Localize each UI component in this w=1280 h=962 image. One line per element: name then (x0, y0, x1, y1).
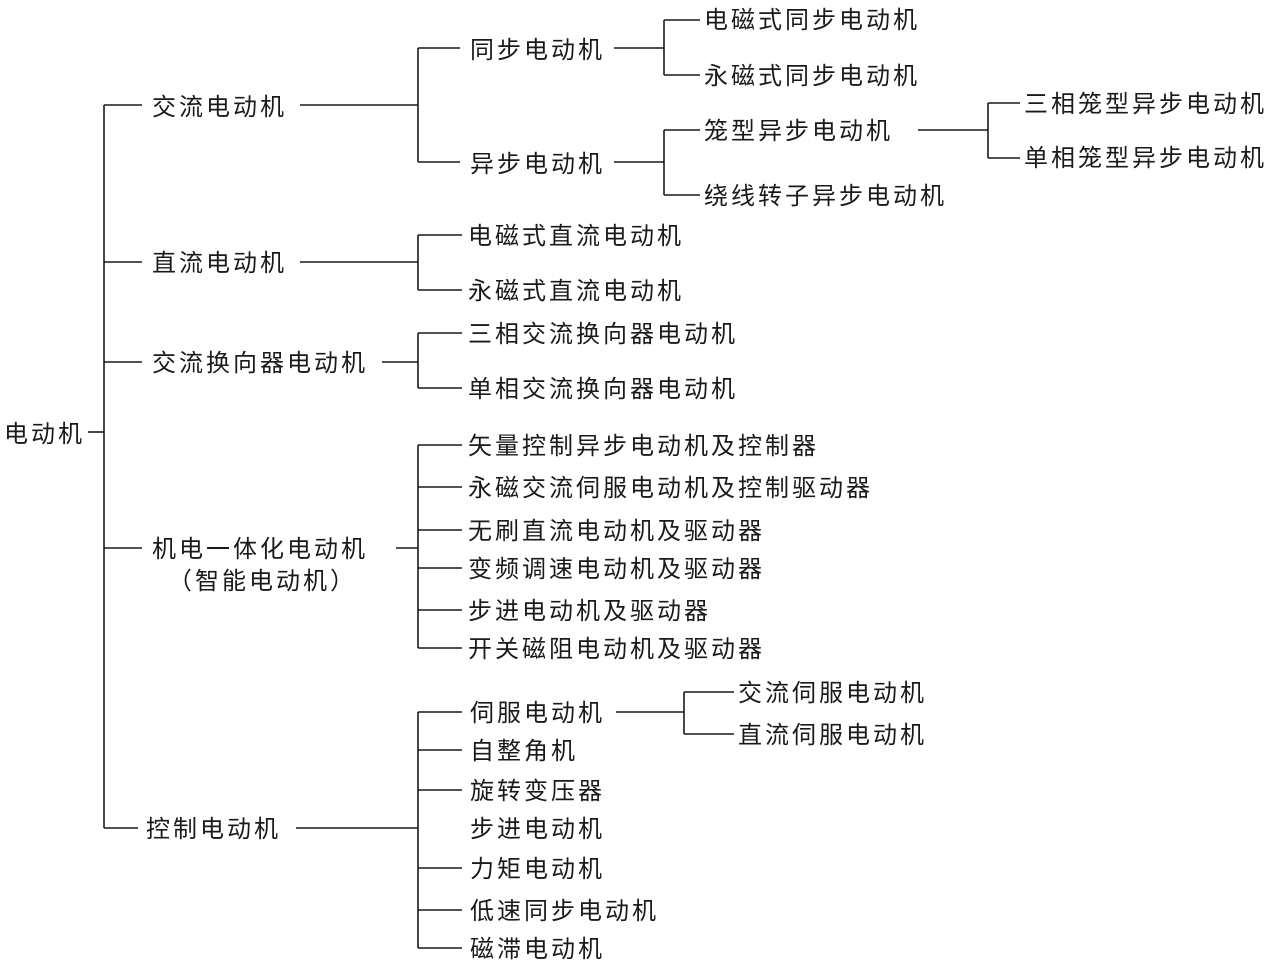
node-pm-ac-servo-motor: 永磁交流伺服电动机及控制驱动器 (468, 474, 873, 502)
node-sync-motor: 同步电动机 (470, 36, 605, 64)
node-bldc-motor: 无刷直流电动机及驱动器 (468, 517, 765, 545)
node-srm-driver: 开关磁阻电动机及驱动器 (468, 635, 765, 663)
node-resolver: 旋转变压器 (470, 777, 605, 805)
root-node: 电动机 (4, 420, 85, 448)
node-synchro: 自整角机 (470, 737, 578, 765)
node-ac-motor: 交流电动机 (152, 93, 287, 121)
node-1ph-commutator-motor: 单相交流换向器电动机 (468, 375, 738, 403)
node-pm-dc-motor: 永磁式直流电动机 (468, 277, 684, 305)
node-servo-motor: 伺服电动机 (470, 699, 605, 727)
node-ac-servo-motor: 交流伺服电动机 (738, 679, 927, 707)
node-commutator-motor: 交流换向器电动机 (152, 349, 368, 377)
node-stepper-driver: 步进电动机及驱动器 (468, 597, 711, 625)
node-hysteresis-motor: 磁滞电动机 (470, 935, 605, 962)
node-labels: 电动机 交流电动机 同步电动机 电磁式同步电动机 永磁式同步电动机 异步电动机 … (4, 6, 1267, 962)
node-dc-motor: 直流电动机 (152, 249, 287, 277)
node-3ph-commutator-motor: 三相交流换向器电动机 (468, 320, 738, 348)
node-pm-sync-motor: 永磁式同步电动机 (704, 62, 920, 90)
node-vector-control-motor: 矢量控制异步电动机及控制器 (468, 432, 819, 460)
node-wound-rotor-motor: 绕线转子异步电动机 (704, 182, 947, 210)
node-low-speed-sync-motor: 低速同步电动机 (470, 897, 659, 925)
node-cage-async-motor: 笼型异步电动机 (704, 117, 893, 145)
node-1ph-cage-motor: 单相笼型异步电动机 (1024, 144, 1267, 172)
node-3ph-cage-motor: 三相笼型异步电动机 (1024, 90, 1267, 118)
node-em-dc-motor: 电磁式直流电动机 (468, 222, 684, 250)
node-em-sync-motor: 电磁式同步电动机 (704, 6, 920, 34)
node-stepper-motor: 步进电动机 (470, 815, 605, 843)
node-mechatronic-motor: 机电一体化电动机 (152, 535, 368, 563)
node-torque-motor: 力矩电动机 (470, 855, 605, 883)
node-control-motor: 控制电动机 (146, 815, 281, 843)
connector-lines (88, 19, 1020, 949)
node-dc-servo-motor: 直流伺服电动机 (738, 721, 927, 749)
node-async-motor: 异步电动机 (470, 150, 605, 178)
node-smart-motor: （智能电动机） (168, 567, 357, 595)
node-vfd-motor: 变频调速电动机及驱动器 (468, 555, 765, 583)
